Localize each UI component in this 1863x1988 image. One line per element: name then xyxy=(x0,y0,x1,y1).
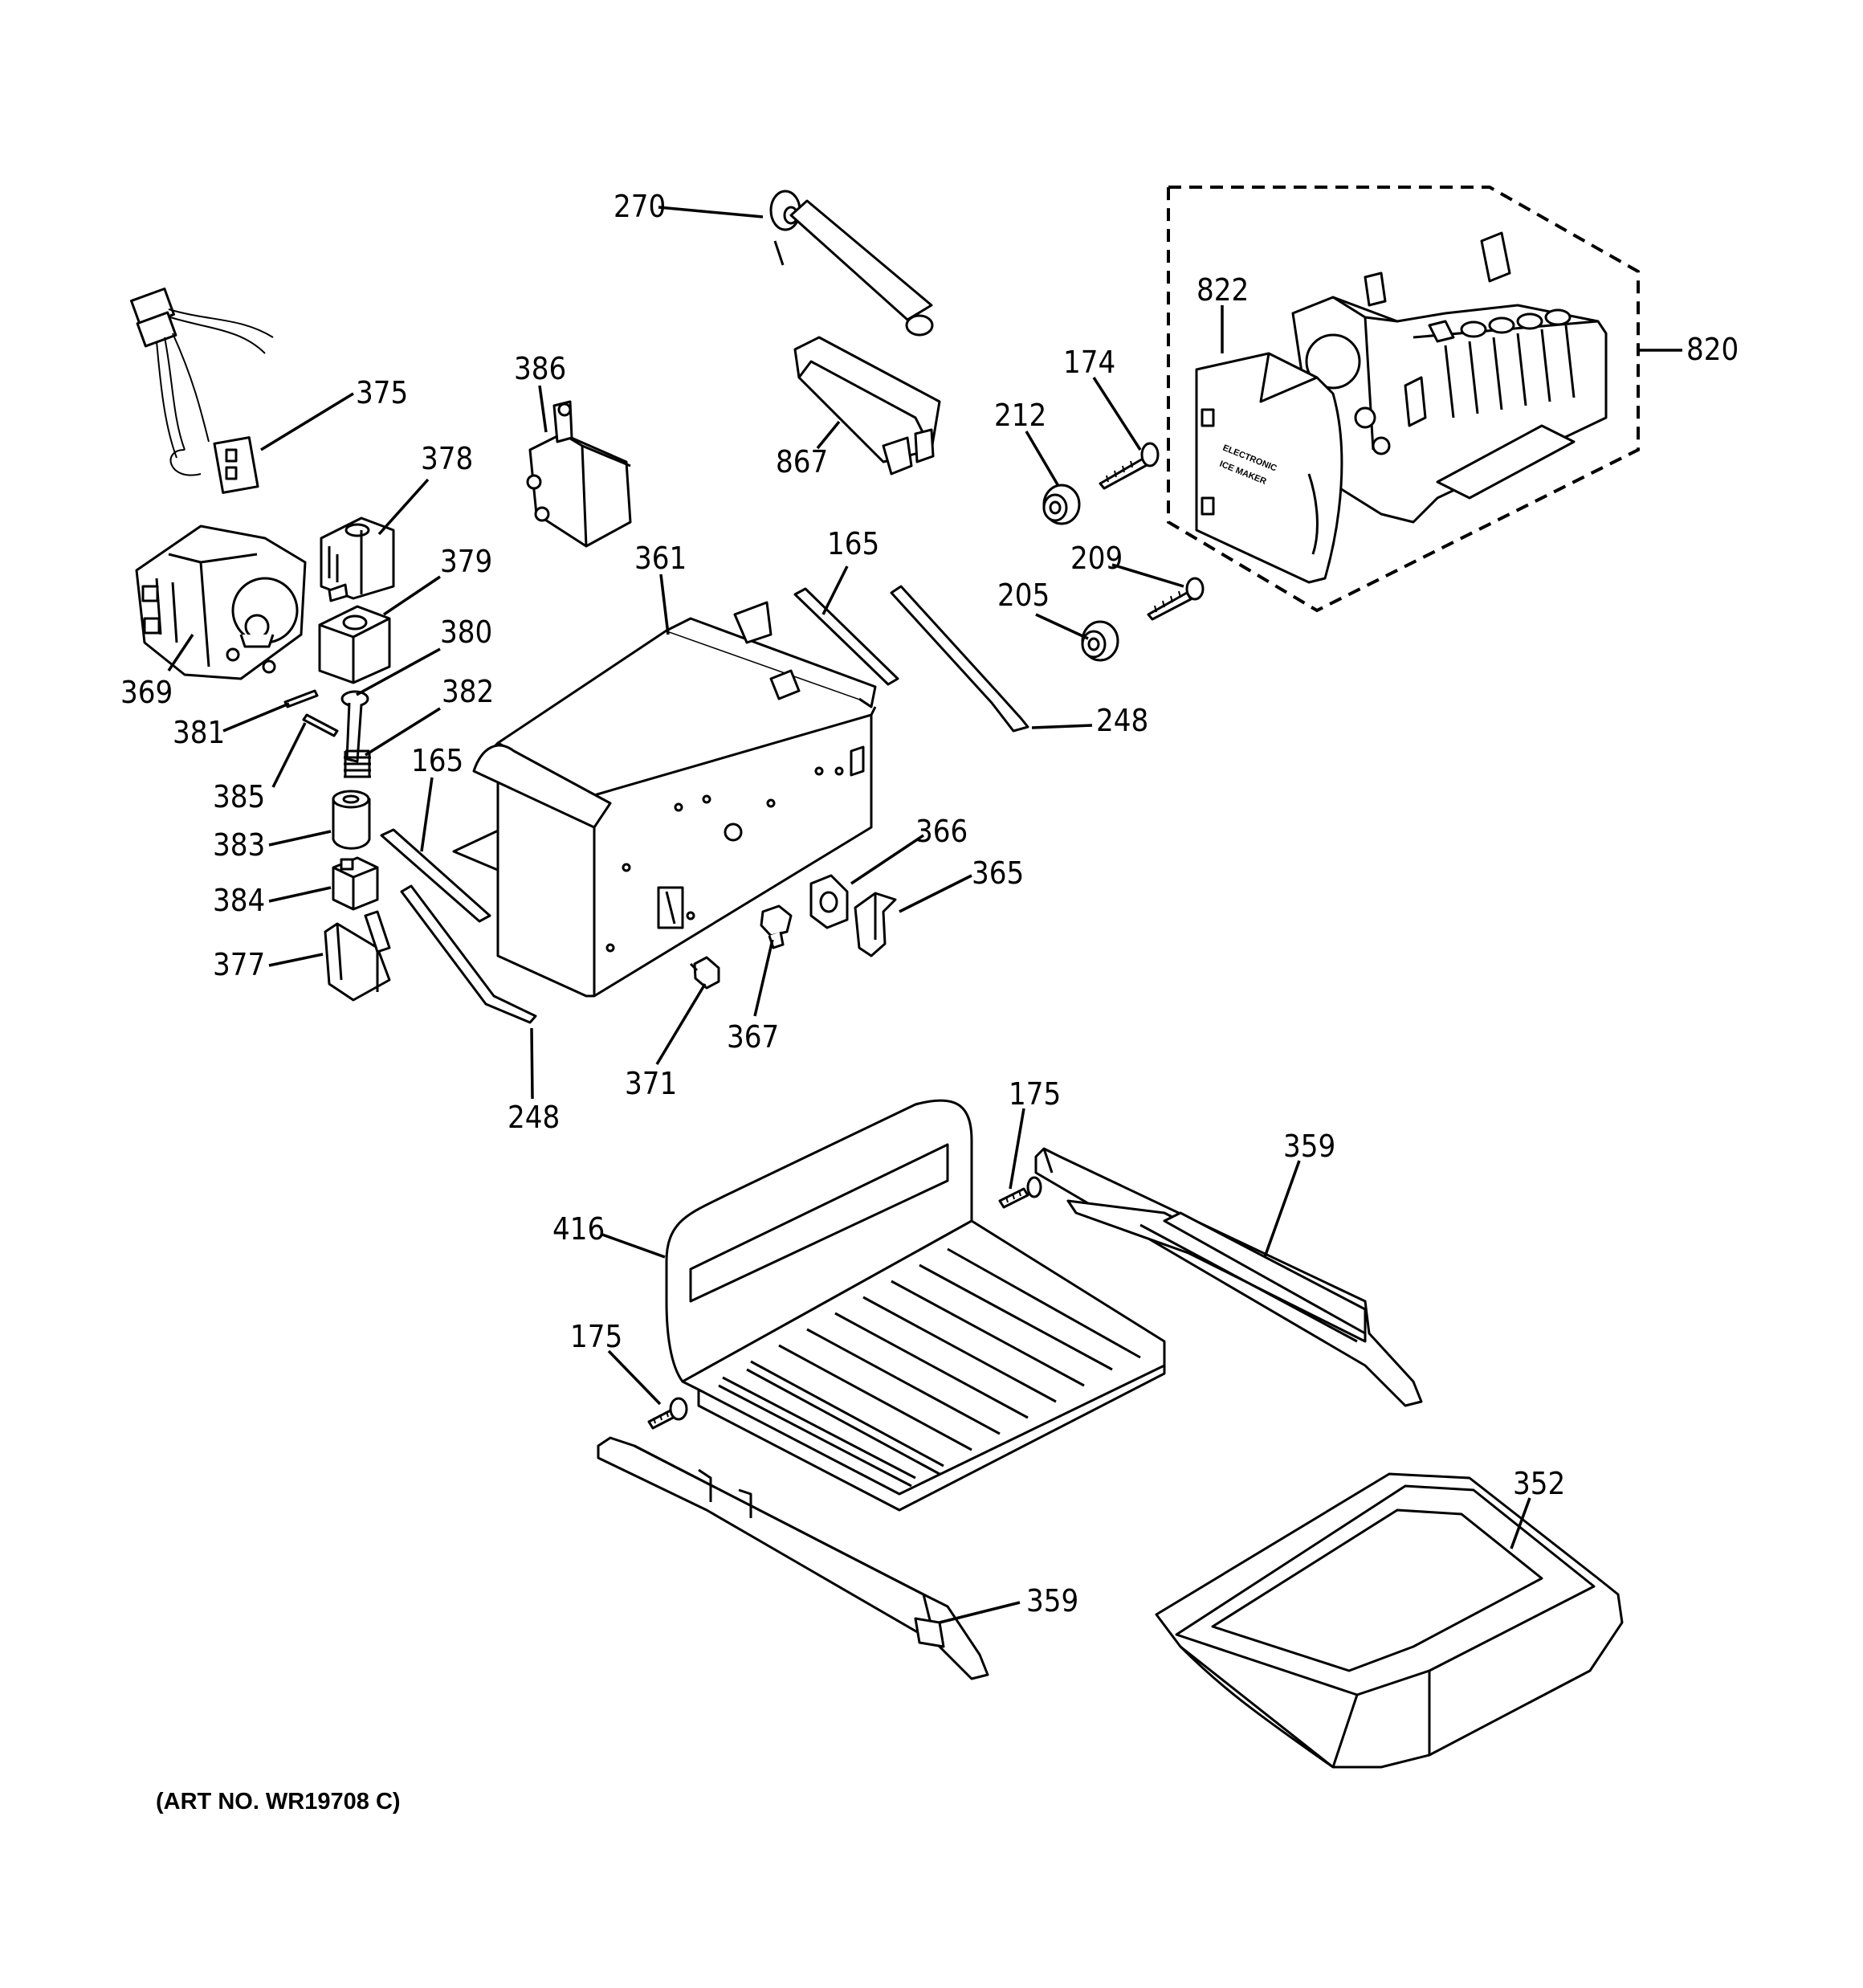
part-867-chute xyxy=(793,336,941,476)
part-248-strip-left xyxy=(400,884,537,1024)
part-382-spring xyxy=(344,749,371,778)
part-352-ice-bucket xyxy=(1155,1472,1624,1769)
part-359-rail-bottom xyxy=(597,1436,989,1680)
part-175-screw-top xyxy=(998,1176,1042,1209)
part-820-ice-maker-assembly xyxy=(1167,186,1640,613)
part-366-clip xyxy=(809,874,849,929)
part-248-strip-right xyxy=(890,585,1029,733)
callout-369: 369 xyxy=(120,675,173,710)
callout-361: 361 xyxy=(634,541,687,576)
callout-175a: 175 xyxy=(1009,1076,1061,1112)
part-416-shelf xyxy=(665,1099,1166,1512)
part-822-cover: ELECTRONIC ICE MAKER xyxy=(1195,352,1343,584)
part-386-switch xyxy=(526,400,632,548)
callout-359b: 359 xyxy=(1026,1583,1078,1619)
part-371-screw xyxy=(689,956,720,990)
part-375-wire-harness xyxy=(130,288,274,494)
part-174-screw xyxy=(1099,442,1160,490)
callout-248b: 248 xyxy=(508,1100,560,1135)
callout-352: 352 xyxy=(1513,1466,1565,1501)
part-369-auger-motor xyxy=(135,525,307,680)
callout-labels: 270 375 386 822 174 820 867 212 378 379 … xyxy=(120,189,1739,1619)
part-381-pin xyxy=(283,689,319,708)
part-365-bracket xyxy=(854,892,897,957)
callout-371: 371 xyxy=(625,1066,677,1101)
callout-165a: 165 xyxy=(827,526,879,561)
callout-359a: 359 xyxy=(1283,1129,1335,1164)
part-377-bracket xyxy=(324,910,391,1002)
callout-209: 209 xyxy=(1070,541,1123,576)
callout-174: 174 xyxy=(1063,345,1115,380)
callout-384: 384 xyxy=(213,883,265,918)
callout-378: 378 xyxy=(421,441,473,476)
callout-366: 366 xyxy=(915,814,968,849)
callout-822: 822 xyxy=(1196,272,1249,308)
part-212-grommet xyxy=(1042,484,1081,525)
part-209-screw xyxy=(1147,577,1205,621)
part-165-gasket-top xyxy=(793,587,899,686)
callout-383: 383 xyxy=(213,827,265,863)
part-367-fastener xyxy=(760,904,793,949)
part-379-coil xyxy=(318,605,391,684)
part-380-plunger xyxy=(340,690,369,763)
part-270-fill-tube xyxy=(769,190,934,337)
callout-270: 270 xyxy=(614,189,666,224)
part-175-screw-bottom xyxy=(647,1397,688,1430)
callout-175b: 175 xyxy=(570,1319,622,1354)
part-205-grommet xyxy=(1081,620,1119,662)
part-165-gasket-left xyxy=(380,828,491,923)
callout-382: 382 xyxy=(442,674,494,709)
callout-416: 416 xyxy=(552,1211,605,1247)
callout-820: 820 xyxy=(1686,332,1739,367)
callout-367: 367 xyxy=(727,1019,779,1055)
part-384-bracket xyxy=(332,856,379,911)
callout-867: 867 xyxy=(776,444,828,480)
part-378-solenoid xyxy=(320,516,395,602)
callout-381: 381 xyxy=(173,715,225,750)
callout-205: 205 xyxy=(997,578,1050,613)
part-383-bushing xyxy=(332,790,371,850)
callout-365: 365 xyxy=(972,855,1024,891)
callout-386: 386 xyxy=(514,351,566,386)
leader-lines xyxy=(167,206,1682,1624)
callout-212: 212 xyxy=(994,398,1046,433)
callout-377: 377 xyxy=(213,947,265,982)
callout-375: 375 xyxy=(356,375,408,410)
part-385-pin xyxy=(302,713,339,737)
callout-380: 380 xyxy=(440,614,492,650)
part-359-rail-top xyxy=(1034,1147,1423,1407)
callout-385: 385 xyxy=(213,779,265,814)
part-361-housing xyxy=(452,601,877,998)
callout-248a: 248 xyxy=(1096,703,1148,738)
callout-165b: 165 xyxy=(411,743,463,778)
art-number: (ART NO. WR19708 C) xyxy=(156,1789,401,1815)
callout-379: 379 xyxy=(440,544,492,579)
